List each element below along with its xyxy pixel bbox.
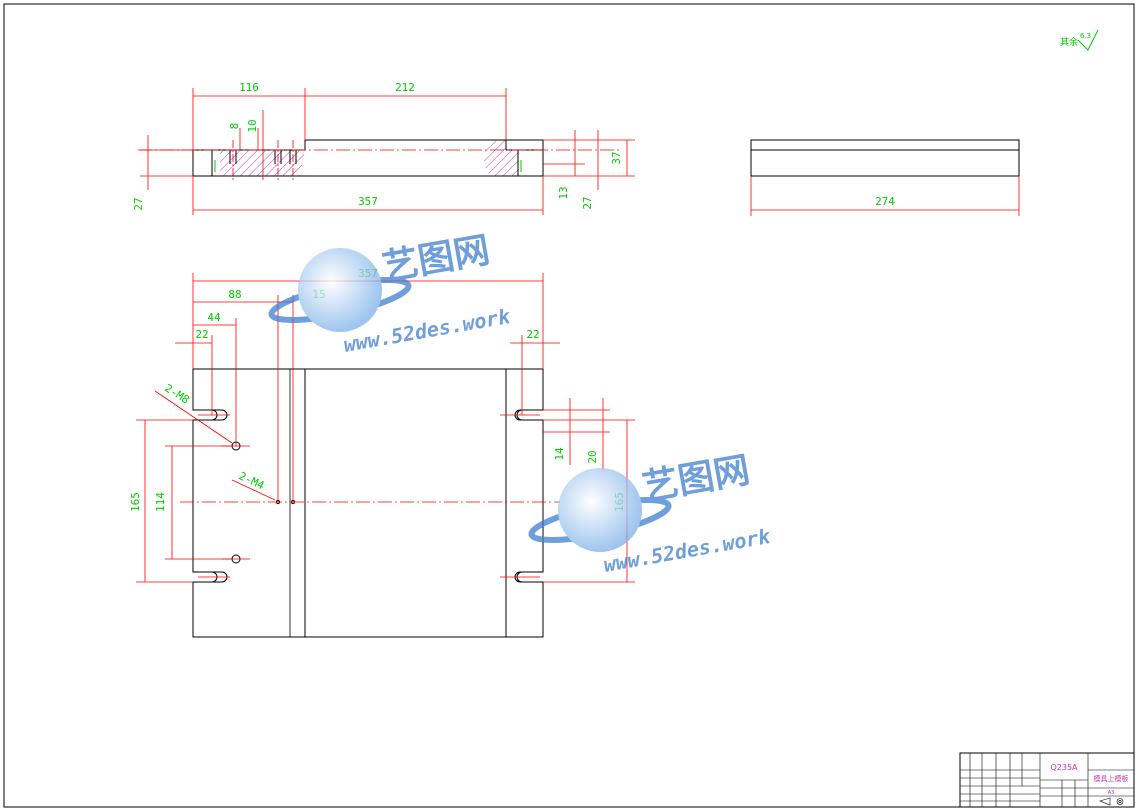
front-view-hatch-left	[220, 150, 305, 176]
dim-212: 212	[395, 81, 415, 94]
top-view-outline	[192, 368, 544, 638]
dim-274: 274	[875, 195, 895, 208]
projection-symbol-icon	[1099, 797, 1124, 806]
front-view-tapped-holes	[229, 150, 297, 164]
side-view: 274	[750, 139, 1020, 216]
side-view-outline	[750, 139, 1020, 177]
dim-44: 44	[207, 311, 221, 324]
dim-27-left: 27	[132, 197, 145, 210]
front-view-hatch-right	[484, 140, 518, 176]
watermark-brand-2: 艺图网	[639, 450, 752, 509]
globe-logo-icon	[298, 248, 382, 332]
dim-13: 13	[557, 186, 570, 199]
dim-20: 20	[586, 450, 599, 463]
dim-37: 37	[610, 151, 623, 164]
dim-10: 10	[246, 119, 259, 132]
watermark-1: 艺图网 www.52des.work	[268, 230, 513, 357]
title-block-material: Q235A	[1050, 763, 1078, 772]
dim-357-front: 357	[358, 195, 378, 208]
dim-116: 116	[239, 81, 259, 94]
top-view: 357 88 15 44 22 22 165 114 165 14 20 2-M…	[129, 267, 635, 638]
dim-165-left: 165	[129, 492, 142, 512]
roughness-label: 其余	[1060, 36, 1078, 48]
dim-8: 8	[228, 123, 241, 130]
surface-roughness-symbol: 其余 6.3	[1060, 29, 1099, 51]
dim-14: 14	[553, 447, 566, 461]
note-2-m8: 2-M8	[162, 381, 191, 406]
watermark-2: 艺图网 www.52des.work	[528, 450, 773, 577]
dim-27-right: 27	[581, 196, 594, 209]
watermark-brand-1: 艺图网	[379, 230, 492, 289]
dim-88: 88	[228, 288, 241, 301]
globe-logo-icon	[558, 468, 642, 552]
roughness-value: 6.3	[1080, 32, 1091, 40]
dim-22-left: 22	[195, 328, 208, 341]
dim-114: 114	[154, 492, 167, 512]
front-view: 116 212 357 8 10 27 13 27 37	[132, 81, 635, 215]
title-block-scale: A3	[1108, 790, 1115, 796]
dim-22-right: 22	[526, 328, 539, 341]
roughness-check-icon	[1077, 29, 1099, 51]
title-block-part-name: 模具上模板	[1094, 774, 1129, 783]
title-block: Q235A 模具上模板 A3	[959, 752, 1135, 808]
drawing-border	[3, 3, 1135, 808]
